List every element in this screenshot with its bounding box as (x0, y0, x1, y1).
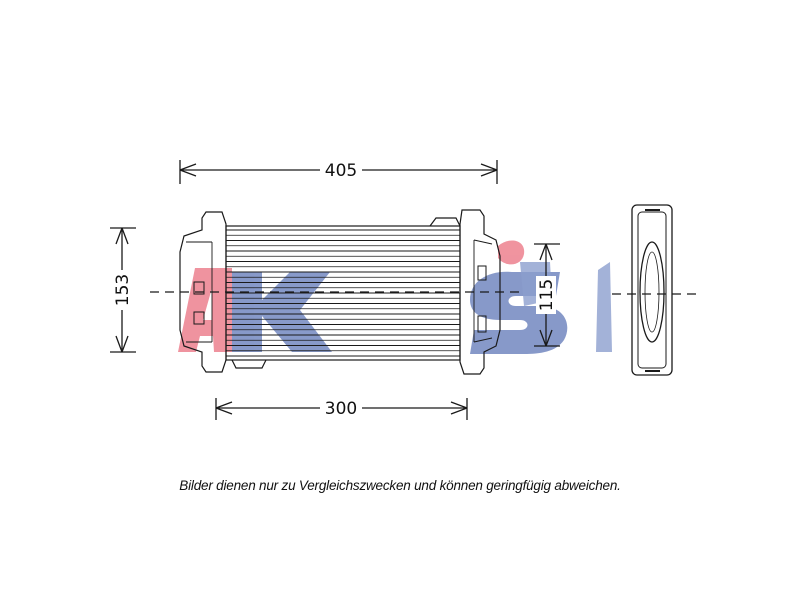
label-bg-300 (320, 398, 362, 418)
intercooler-front-view (179, 209, 501, 375)
side-port (639, 241, 665, 343)
dim-153-arrows (110, 227, 136, 353)
dim-label-153: 153 (113, 274, 133, 306)
watermark-blue-mark (232, 271, 568, 354)
watermark-red-mark (178, 268, 232, 352)
core-tubes (226, 229, 460, 357)
label-bg-115 (536, 276, 556, 314)
top-bracket (429, 217, 461, 227)
side-outline (631, 204, 673, 376)
mounting-tabs (193, 265, 487, 333)
side-port-inner (644, 251, 660, 333)
center-lines (150, 291, 702, 295)
dim-300-arrows (215, 398, 468, 420)
label-bg-153 (112, 270, 132, 310)
right-tank (459, 209, 501, 375)
label-bg-405 (320, 160, 362, 180)
bottom-bracket (231, 359, 267, 369)
side-inner (637, 211, 667, 369)
dim-115-arrows (534, 243, 560, 347)
watermark-red-dot (498, 240, 525, 265)
side-view-caps (645, 209, 660, 372)
intercooler-side-view (631, 204, 673, 376)
dim-label-300: 300 (325, 399, 357, 419)
disclaimer-caption: Bilder dienen nur zu Vergleichszwecken u… (179, 478, 621, 493)
dim-405-arrows (179, 160, 498, 184)
dim-label-405: 405 (325, 161, 357, 181)
dim-label-115: 115 (537, 279, 557, 311)
right-tank-inner (473, 239, 493, 343)
